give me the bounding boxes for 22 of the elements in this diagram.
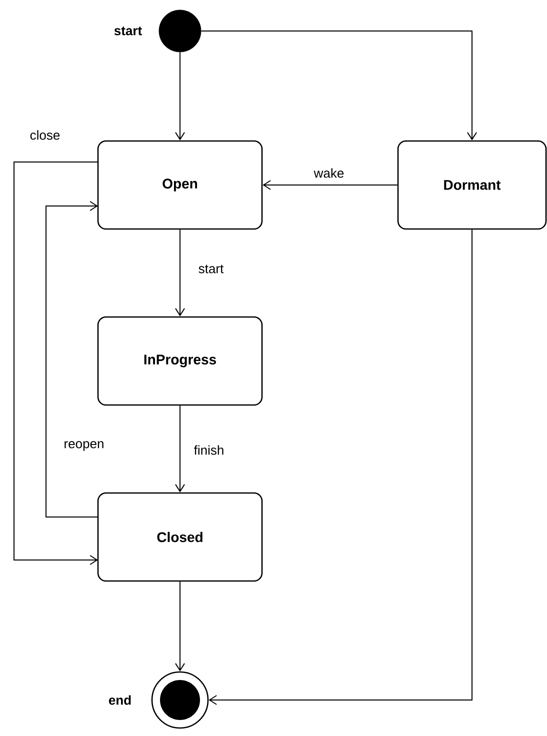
arrow [200, 30, 477, 140]
arrow [262, 180, 398, 190]
state-label: start [114, 26, 142, 36]
edge-label: reopen [62, 440, 106, 452]
edge-label: close [28, 129, 62, 141]
edge-label: wake [312, 167, 346, 179]
arrow [46, 201, 98, 518]
arrow [175, 229, 185, 316]
edge-label: start [197, 264, 225, 274]
state-label: end [108, 695, 131, 705]
state-box: Dormant [397, 140, 547, 230]
state-box: InProgress [97, 316, 263, 406]
end-dot [151, 671, 209, 729]
state-box: Open [97, 140, 263, 230]
edge-label: finish [192, 444, 226, 456]
state-box: Closed [97, 492, 263, 582]
arrow [175, 405, 185, 492]
start-dot [158, 10, 202, 52]
arrow [208, 229, 472, 705]
arrow [175, 52, 185, 140]
arrow [175, 581, 185, 672]
arrow [14, 162, 98, 565]
